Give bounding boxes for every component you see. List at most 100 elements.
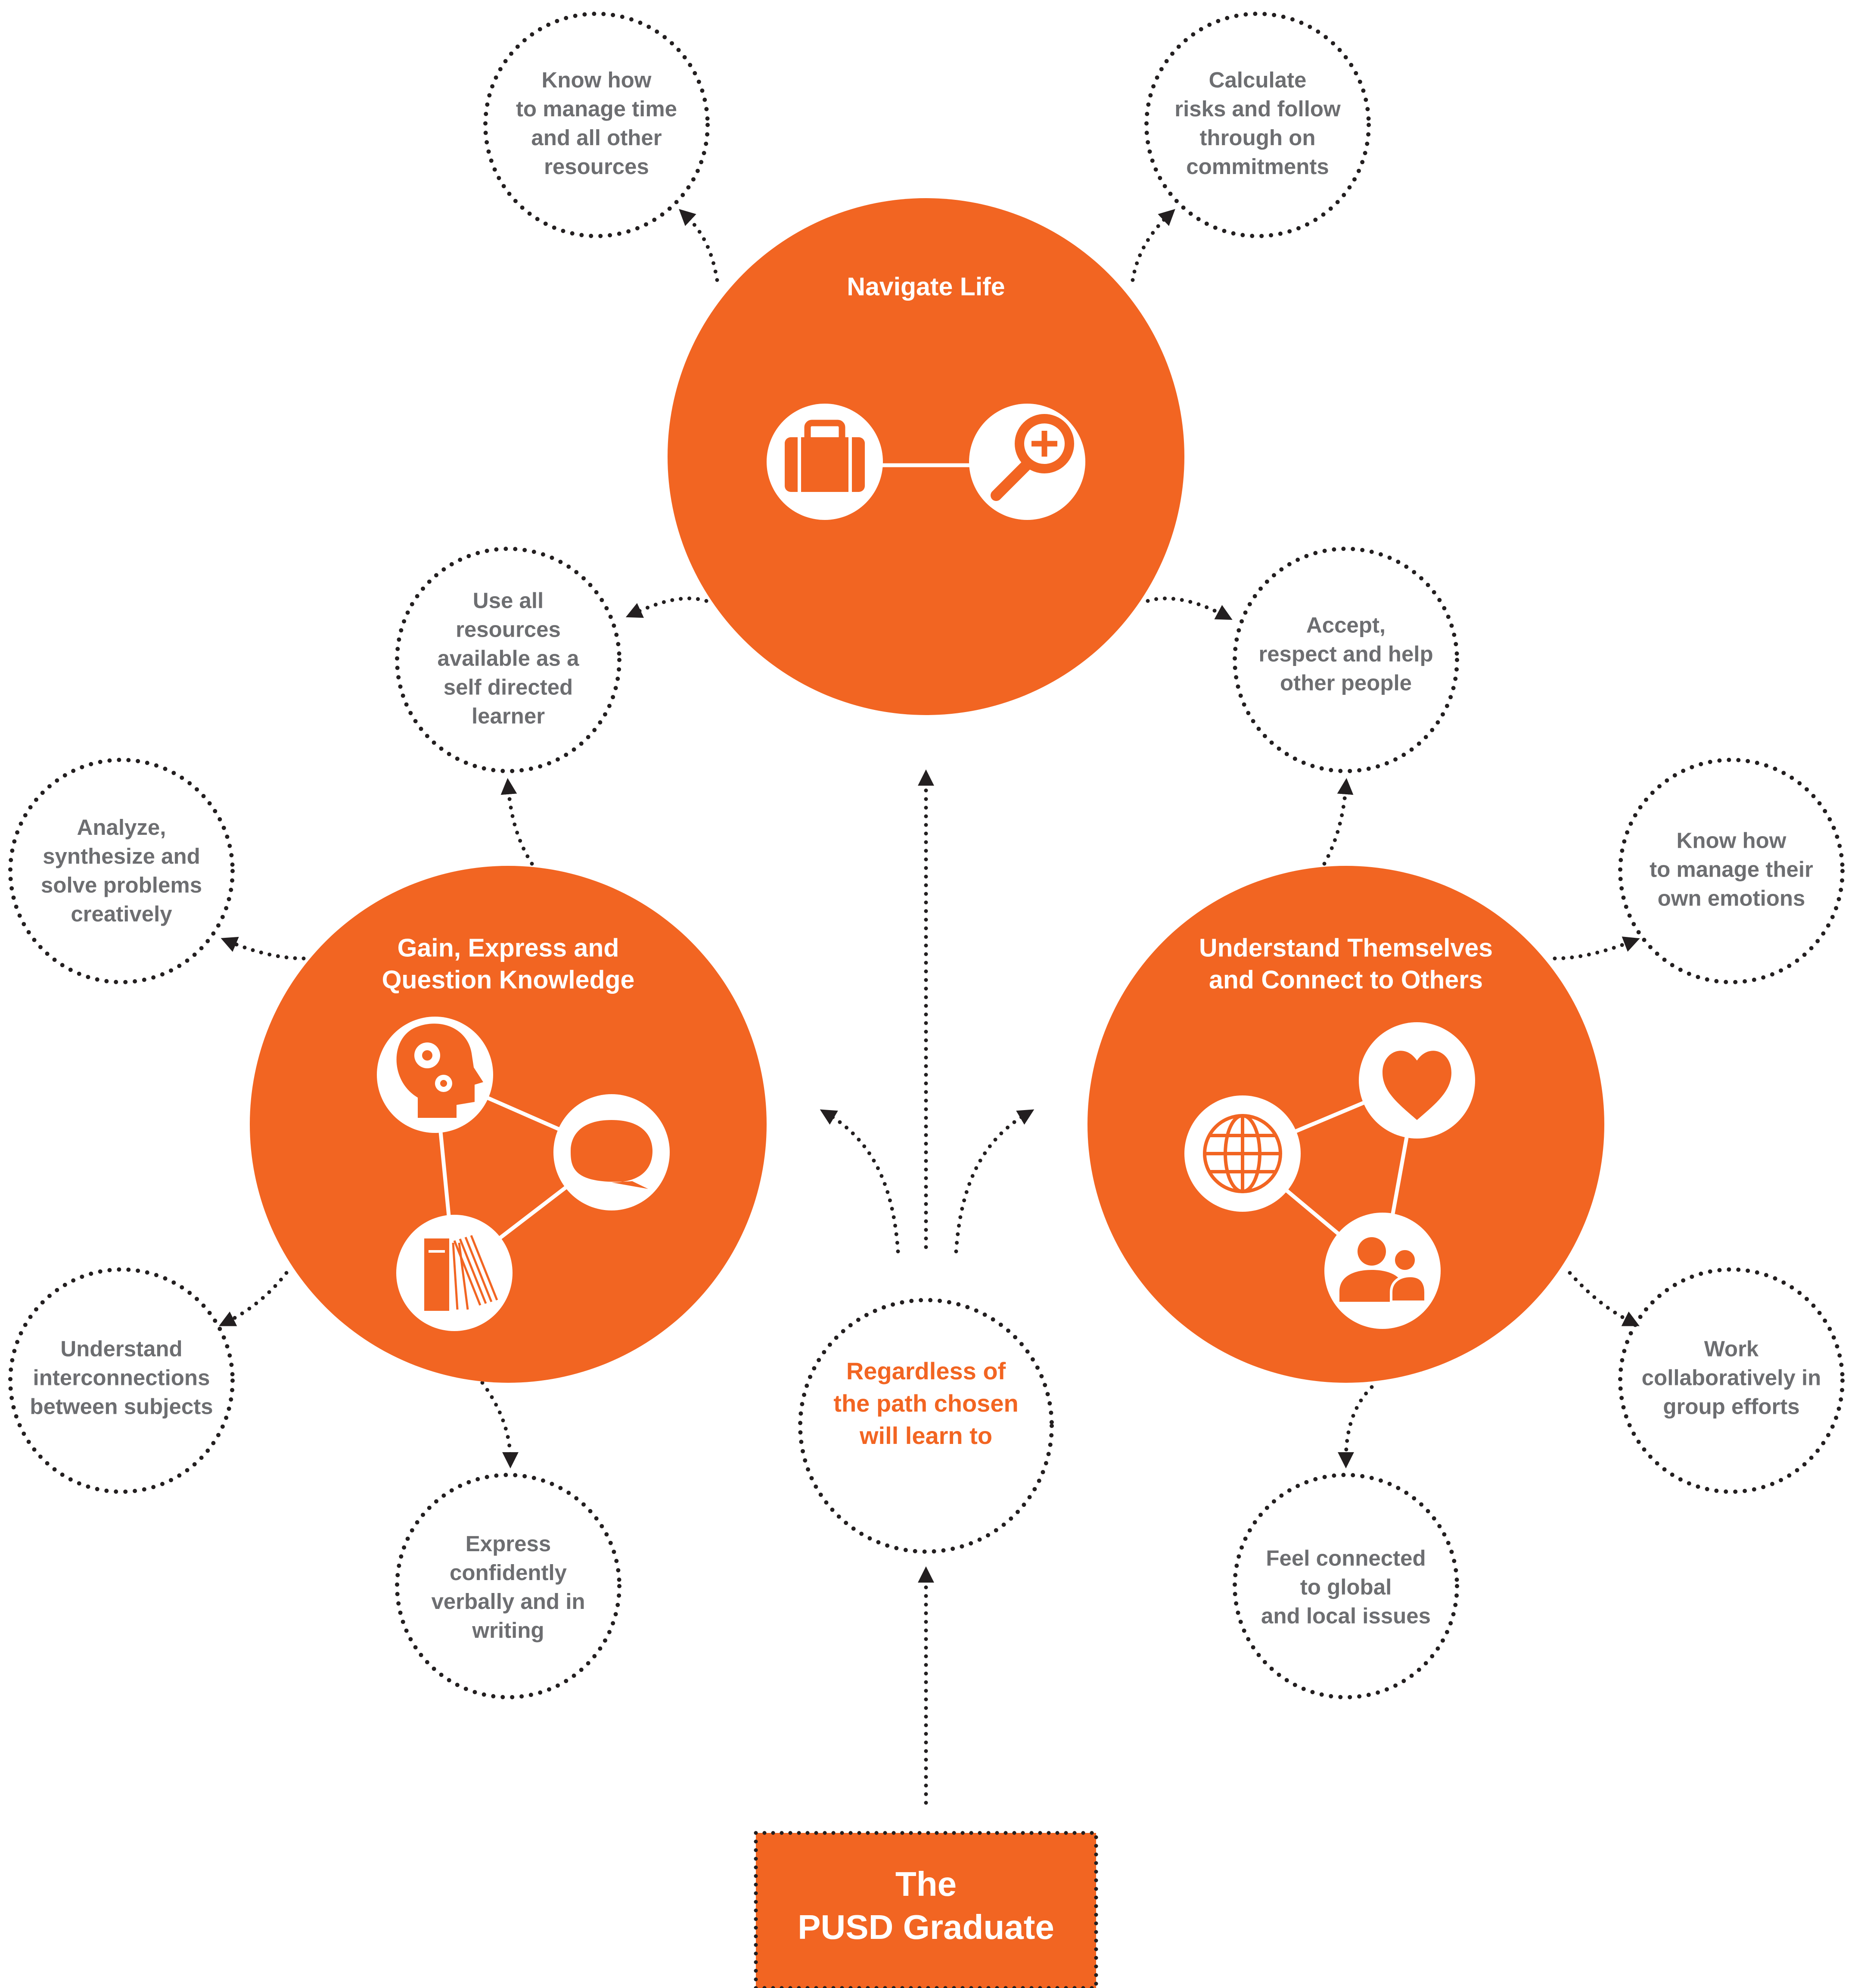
outcome-express-label-line: confidently [450,1560,567,1585]
arrow-understand-to-emotions [1553,936,1640,961]
outcome-express-label-line: Express [466,1531,551,1556]
hub-gain-knowledge [250,866,767,1383]
graduate-label-line: PUSD Graduate [798,1908,1054,1946]
center-circle [798,1298,1054,1554]
graduate-box [754,1831,1098,1988]
center-label-line: will learn to [859,1422,992,1449]
outcome-interconnections-label-line: between subjects [30,1394,213,1419]
outcome-analyze-label: Analyze, synthesize and solve problems crea… [41,815,202,926]
outcome-connected-label-line: Feel connected [1266,1546,1426,1570]
outcome-risks-label: Calculate risks and follow through on commi… [1174,68,1341,179]
outcome-collaborate-label-line: collaboratively in [1642,1365,1821,1390]
outcome-analyze-label-line: synthesize and [43,844,200,868]
hub-knowledge-title-line: Gain, Express and [398,934,619,962]
outcome-circle-risks [1144,12,1371,238]
outcome-circle-connected [1233,1473,1459,1699]
outcome-circle-accept [1233,547,1459,773]
arrow-navigate-to-accept [1146,596,1233,620]
outcome-risks-label-line: commitments [1186,154,1329,179]
outcome-circle-emotions [1618,758,1845,984]
arrow-center-to-knowledge [820,1109,900,1254]
outcome-express-label-line: verbally and in [431,1589,585,1614]
arrow-knowledge-to-express [480,1381,519,1468]
center-label-line: the path chosen [833,1390,1018,1417]
graduate-label-line: The [895,1865,957,1903]
outcome-circle-interconnections [8,1267,235,1494]
magnifier-plus-icon [991,414,1074,501]
outcome-risks-label-line: risks and follow [1174,96,1341,121]
outcome-self-directed-label: Use all resources available as a self direc… [438,588,580,728]
hub-understand-title-line: Understand Themselves [1199,934,1493,962]
center-label: Regardless of the path chosen will learn t… [833,1357,1018,1449]
hub-understand-title-line: and Connect to Others [1209,966,1483,994]
hub-understand-themselves [1087,866,1604,1383]
outcome-emotions-label: Know how to manage their own emotions [1650,828,1813,910]
outcome-collaborate-label: Work collaboratively in group efforts [1642,1336,1821,1419]
arrow-navigate-to-time [679,209,719,282]
outcome-analyze-label-line: creatively [71,902,172,926]
outcome-circles [8,12,1845,1699]
outcome-time-label-line: Know how [542,68,652,92]
briefcase-icon [785,420,865,492]
arrow-navigate-to-self-directed [625,596,708,618]
outcome-interconnections-label-line: Understand [60,1336,182,1361]
outcome-accept-label-line: respect and help [1258,641,1433,666]
arrow-understand-to-connected [1338,1385,1374,1468]
outcome-time-label-line: and all other [531,125,662,150]
outcome-time-label-line: to manage time [516,96,677,121]
outcome-self-directed-label-line: learner [472,703,545,728]
outcome-circle-time [483,12,710,238]
outcome-risks-label-line: through on [1199,125,1315,150]
center-label-line: Regardless of [846,1357,1006,1384]
heart-icon [1383,1051,1451,1120]
outcome-self-directed-label-line: available as a [438,646,580,670]
arrow-center-to-understand [954,1109,1035,1254]
outcome-collaborate-label-line: Work [1704,1336,1759,1361]
outcome-time-label: Know how to manage time and all other resou… [516,68,677,179]
hub-knowledge-title-line: Question Knowledge [382,966,635,994]
outcome-analyze-label-line: Analyze, [77,815,166,840]
people-icon [1339,1237,1427,1303]
outcome-emotions-label-line: Know how [1677,828,1786,852]
outcome-interconnections-label: Understand interconnections between subjec… [30,1336,213,1419]
arrow-knowledge-to-analyze [221,936,306,961]
outcome-express-label: Express confidently verbally and in writing [431,1531,585,1643]
hub-navigate-life [668,198,1184,715]
globe-icon [1203,1114,1282,1193]
outcome-circle-collaborate [1618,1267,1845,1494]
outcome-risks-label-line: Calculate [1209,68,1307,92]
books-icon [424,1235,498,1311]
outcome-collaborate-label-line: group efforts [1663,1394,1799,1419]
outcome-accept-label-line: Accept, [1306,613,1386,637]
labels: Know how to manage time and all other resou… [30,68,1821,1946]
speech-bubble-icon [571,1120,652,1189]
outcome-emotions-label-line: own emotions [1658,886,1805,910]
arrow-knowledge-to-self-directed [500,778,534,866]
arrow-understand-to-accept [1322,778,1354,866]
outcome-accept-label-line: other people [1280,670,1412,695]
outcome-connected-label-line: to global [1300,1574,1392,1599]
connector-arrows [219,209,1640,1805]
outcome-emotions-label-line: to manage their [1650,857,1813,881]
outcome-connected-label-line: and local issues [1261,1603,1431,1628]
arrow-understand-to-collaborate [1568,1271,1640,1326]
outcome-circle-analyze [8,758,235,984]
outcome-interconnections-label-line: interconnections [33,1365,210,1390]
head-gears-icon [396,1024,483,1118]
hub-navigate-title: Navigate Life [847,273,1005,301]
outcome-connected-label: Feel connected to global and local issues [1261,1546,1431,1628]
outcome-express-label-line: writing [472,1618,544,1643]
outcome-self-directed-label-line: Use all [473,588,544,613]
outcome-circle-self-directed [395,547,621,773]
outcome-analyze-label-line: solve problems [41,873,202,897]
hub-understand-title: Understand Themselves and Connect to Othe… [1199,934,1493,994]
outcome-time-label-line: resources [544,154,649,179]
outcome-self-directed-label-line: resources [456,617,561,641]
outcome-circle-express [395,1473,621,1699]
outcome-self-directed-label-line: self directed [444,675,573,699]
outcome-accept-label: Accept, respect and help other people [1258,613,1433,695]
hub-navigate-title-line: Navigate Life [847,273,1005,301]
